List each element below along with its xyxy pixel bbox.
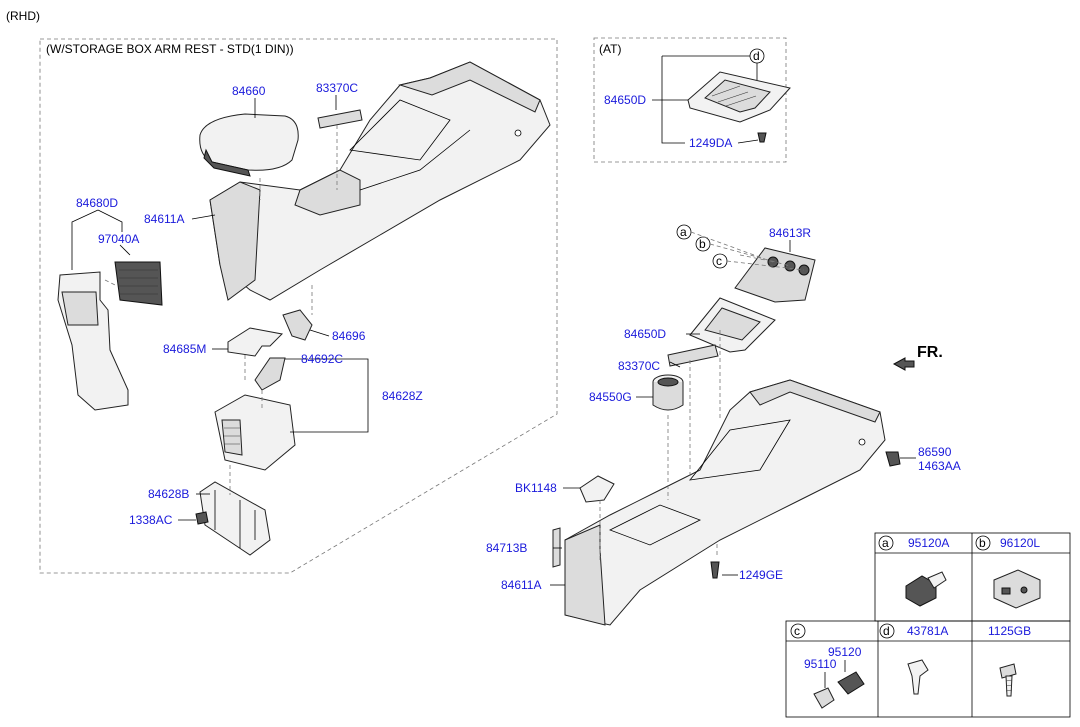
- mat-84685M: [227, 327, 284, 357]
- rear-trim-panel: [57, 271, 129, 411]
- part-label-84685M[interactable]: 84685M: [163, 342, 206, 356]
- part-label-84696[interactable]: 84696: [332, 329, 366, 343]
- region-label: (RHD): [6, 9, 40, 23]
- part-label-84613R[interactable]: 84613R: [769, 226, 811, 240]
- part-label-97040A[interactable]: 97040A: [98, 232, 139, 246]
- legend-d-letter: d: [883, 624, 890, 638]
- part-label-BK1148[interactable]: BK1148: [515, 481, 557, 495]
- bracket-84628B: [199, 481, 271, 556]
- bracket-84713B: [552, 527, 561, 568]
- at-shift-bezel: [687, 71, 791, 123]
- part-label-84650D-at[interactable]: 84650D: [604, 93, 646, 107]
- shift-bezel-right: [689, 297, 776, 353]
- legend-part-43781A[interactable]: 43781A: [907, 624, 948, 638]
- legend-b-letter: b: [979, 536, 986, 550]
- cover-strip-right: [667, 344, 719, 367]
- clip-86590: [885, 451, 901, 467]
- part-label-83370C-left[interactable]: 83370C: [316, 81, 358, 95]
- storage-box-group-frame: [39, 38, 558, 574]
- legend-d-circle: [879, 623, 895, 639]
- part-label-1249DA[interactable]: 1249DA: [689, 136, 732, 150]
- screw-1249GE: [710, 561, 720, 579]
- part-label-84650D[interactable]: 84650D: [624, 327, 666, 341]
- power-outlet-icon: [905, 571, 947, 607]
- legend-part-96120L[interactable]: 96120L: [1000, 536, 1040, 550]
- part-label-84628Z[interactable]: 84628Z: [382, 389, 423, 403]
- at-leader-lines: [652, 55, 750, 144]
- aux-jack-icon: [993, 569, 1041, 609]
- bracket-84696: [282, 309, 313, 341]
- legend-c-circle: [790, 623, 806, 639]
- part-label-84611A[interactable]: 84611A: [501, 578, 541, 592]
- legend-part-95120[interactable]: 95120: [828, 645, 862, 659]
- console-body-right: [564, 379, 886, 626]
- part-label-83370C[interactable]: 83370C: [618, 359, 660, 373]
- front-direction-label: FR.: [917, 344, 943, 361]
- rear-vent: [114, 261, 163, 306]
- armrest-lid: [199, 113, 299, 177]
- part-label-1338AC[interactable]: 1338AC: [129, 513, 173, 527]
- callout-abc-lines: [690, 231, 805, 271]
- outlet-panel-84613R: [734, 247, 816, 303]
- cover-84692C: [254, 357, 286, 391]
- leader-lines-left: [71, 95, 369, 521]
- at-screw-leader: [737, 139, 759, 144]
- part-label-1463AA[interactable]: 1463AA: [918, 459, 961, 473]
- legend-a-circle: [878, 535, 894, 551]
- legend-a-letter: a: [882, 536, 889, 550]
- at-group-frame: [593, 37, 787, 163]
- callout-c-letter: c: [716, 254, 722, 268]
- at-group-title: (AT): [599, 42, 621, 56]
- legend-part-95110[interactable]: 95110: [804, 657, 837, 671]
- part-label-84660[interactable]: 84660: [232, 84, 266, 98]
- leader-lines-right: [550, 240, 916, 586]
- part-label-84680D[interactable]: 84680D: [76, 196, 118, 210]
- front-direction-arrow-icon: [892, 357, 915, 371]
- legend-b-circle: [975, 535, 991, 551]
- cup-holder-84550G: [652, 374, 684, 411]
- storage-box-group-title: (W/STORAGE BOX ARM REST - STD(1 DIN)): [46, 42, 294, 56]
- part-label-84713B[interactable]: 84713B: [486, 541, 527, 555]
- screw-icon: [999, 663, 1017, 697]
- part-label-84628B[interactable]: 84628B: [148, 487, 189, 501]
- callout-d-at-letter: d: [753, 49, 760, 63]
- part-label-84550G[interactable]: 84550G: [589, 390, 632, 404]
- legend-c-letter: c: [794, 624, 800, 638]
- cover-strip-left: [317, 109, 363, 129]
- callout-b-letter: b: [699, 237, 706, 251]
- assembly-lines-left: [104, 125, 338, 495]
- legend-table: [785, 532, 1071, 718]
- assembly-lines-right: [599, 254, 766, 560]
- legend-part-95120A[interactable]: 95120A: [908, 536, 949, 550]
- console-body-left: [209, 61, 551, 301]
- part-label-1249GE[interactable]: 1249GE: [739, 568, 783, 582]
- mat-BK1148: [579, 475, 615, 503]
- cigar-lighter-icon: [813, 660, 865, 709]
- storage-box-84628Z: [214, 394, 296, 471]
- part-label-84692C[interactable]: 84692C: [301, 352, 343, 366]
- at-screw: [757, 132, 767, 143]
- clip-icon: [907, 659, 929, 695]
- legend-part-1125GB[interactable]: 1125GB: [988, 624, 1031, 638]
- part-label-84611A-left[interactable]: 84611A: [144, 212, 184, 226]
- clip-1338AC: [195, 511, 209, 525]
- part-label-86590[interactable]: 86590: [918, 445, 952, 459]
- callout-a-letter: a: [680, 225, 687, 239]
